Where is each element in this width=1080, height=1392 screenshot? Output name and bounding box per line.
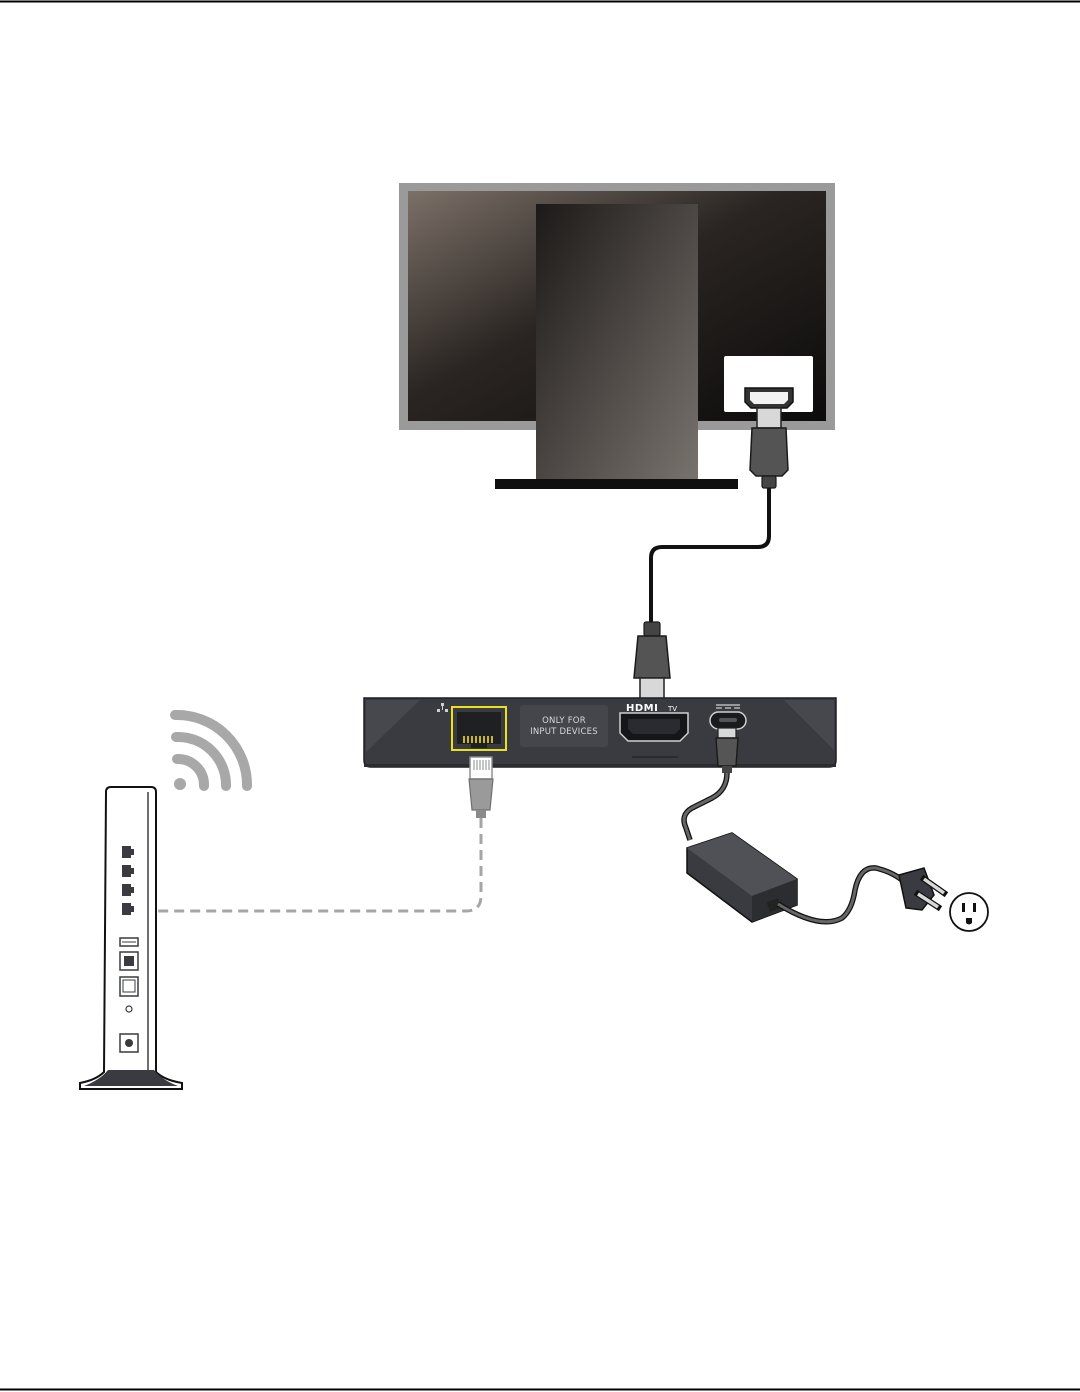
hdmi-plug-box-end [634,622,670,702]
power-cable-upper-outline [684,773,727,840]
input-label-line2: INPUT DEVICES [530,727,598,737]
ethernet-plug [469,757,493,818]
ethernet-cable [136,818,481,911]
wifi-icon [174,715,247,790]
router [80,787,182,1089]
hdmi-cable [651,488,769,622]
hdmi-tv-label: TV [667,705,677,713]
tv-stand-neck [536,204,698,489]
ethernet-port [457,712,501,748]
tv-stand-base [495,479,738,489]
usb-c-plug [716,728,738,773]
wall-plug [899,868,944,910]
power-outlet-icon [950,893,988,931]
input-devices-panel [520,705,608,747]
tv-hdmi-port-icon [745,388,793,408]
input-label-line1: ONLY FOR [542,716,586,726]
streaming-box: ONLY FOR INPUT DEVICES HDMI TV [364,698,836,767]
